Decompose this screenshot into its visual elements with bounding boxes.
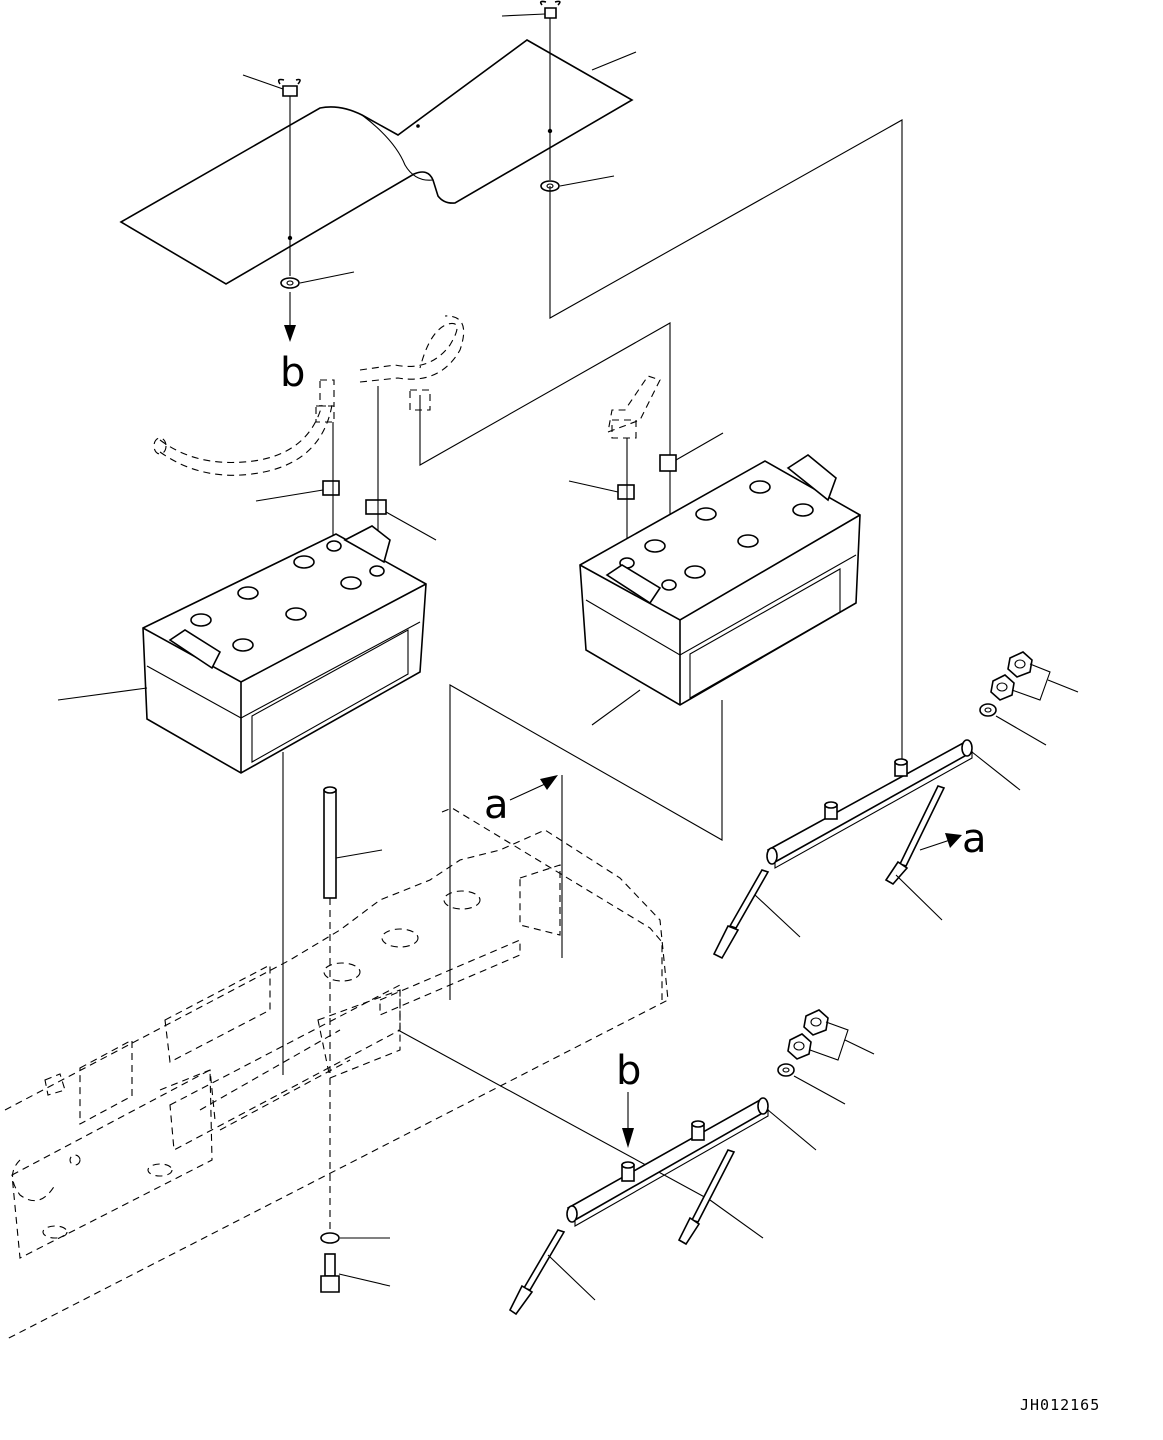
battery-cable-left (153, 379, 335, 476)
terminal-clamp (322, 454, 677, 515)
battery-left (142, 525, 427, 774)
stud-rod (323, 786, 337, 899)
wing-bolt-right (539, 0, 561, 19)
washer (320, 1232, 340, 1244)
cover-plate (119, 39, 634, 285)
view-label-b-upper: b (280, 350, 305, 396)
view-label-a-upper: a (484, 782, 509, 828)
drawing-code: JH012165 (1020, 1396, 1100, 1414)
view-label-a-lower: a (962, 816, 987, 862)
washer-left (280, 277, 300, 289)
battery-cable-right (359, 315, 661, 439)
bolt (320, 1253, 340, 1293)
nut (979, 651, 1033, 717)
wing-bolt-left (277, 78, 301, 97)
frame (4, 807, 669, 1341)
nut (777, 1009, 829, 1077)
view-label-b-lower: b (616, 1048, 641, 1094)
hook-bolt (508, 1149, 736, 1316)
hook-bolt (712, 785, 946, 960)
hold-down-bracket-lower (566, 1097, 770, 1227)
battery-right (579, 454, 861, 706)
hold-down-bracket-upper (766, 739, 974, 869)
